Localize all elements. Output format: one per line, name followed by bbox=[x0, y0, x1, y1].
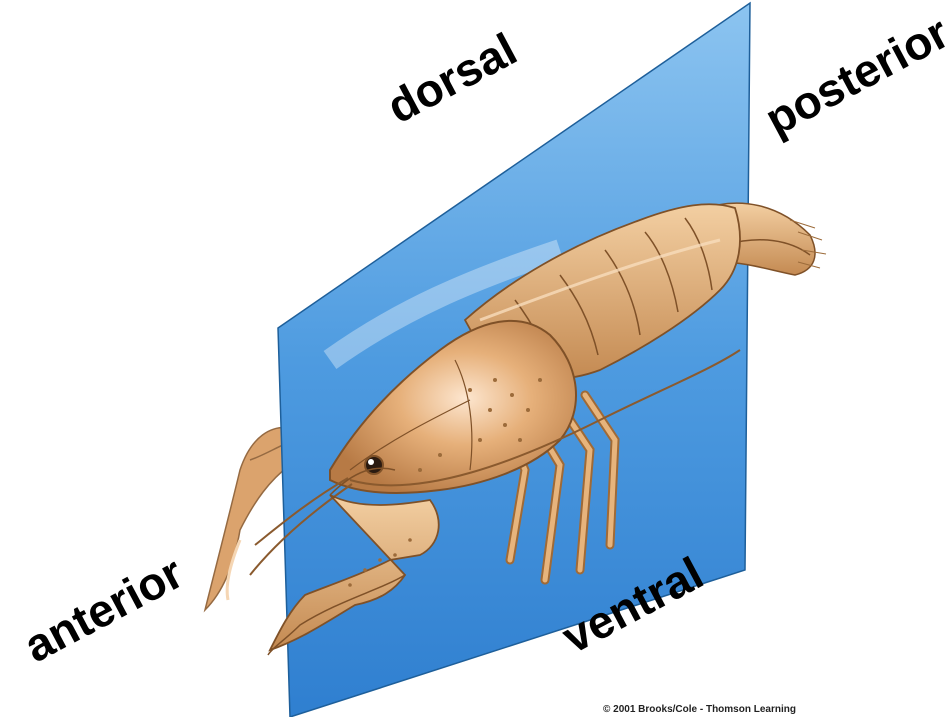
crayfish-eye bbox=[365, 456, 383, 474]
copyright-notice: © 2001 Brooks/Cole - Thomson Learning bbox=[603, 704, 796, 715]
